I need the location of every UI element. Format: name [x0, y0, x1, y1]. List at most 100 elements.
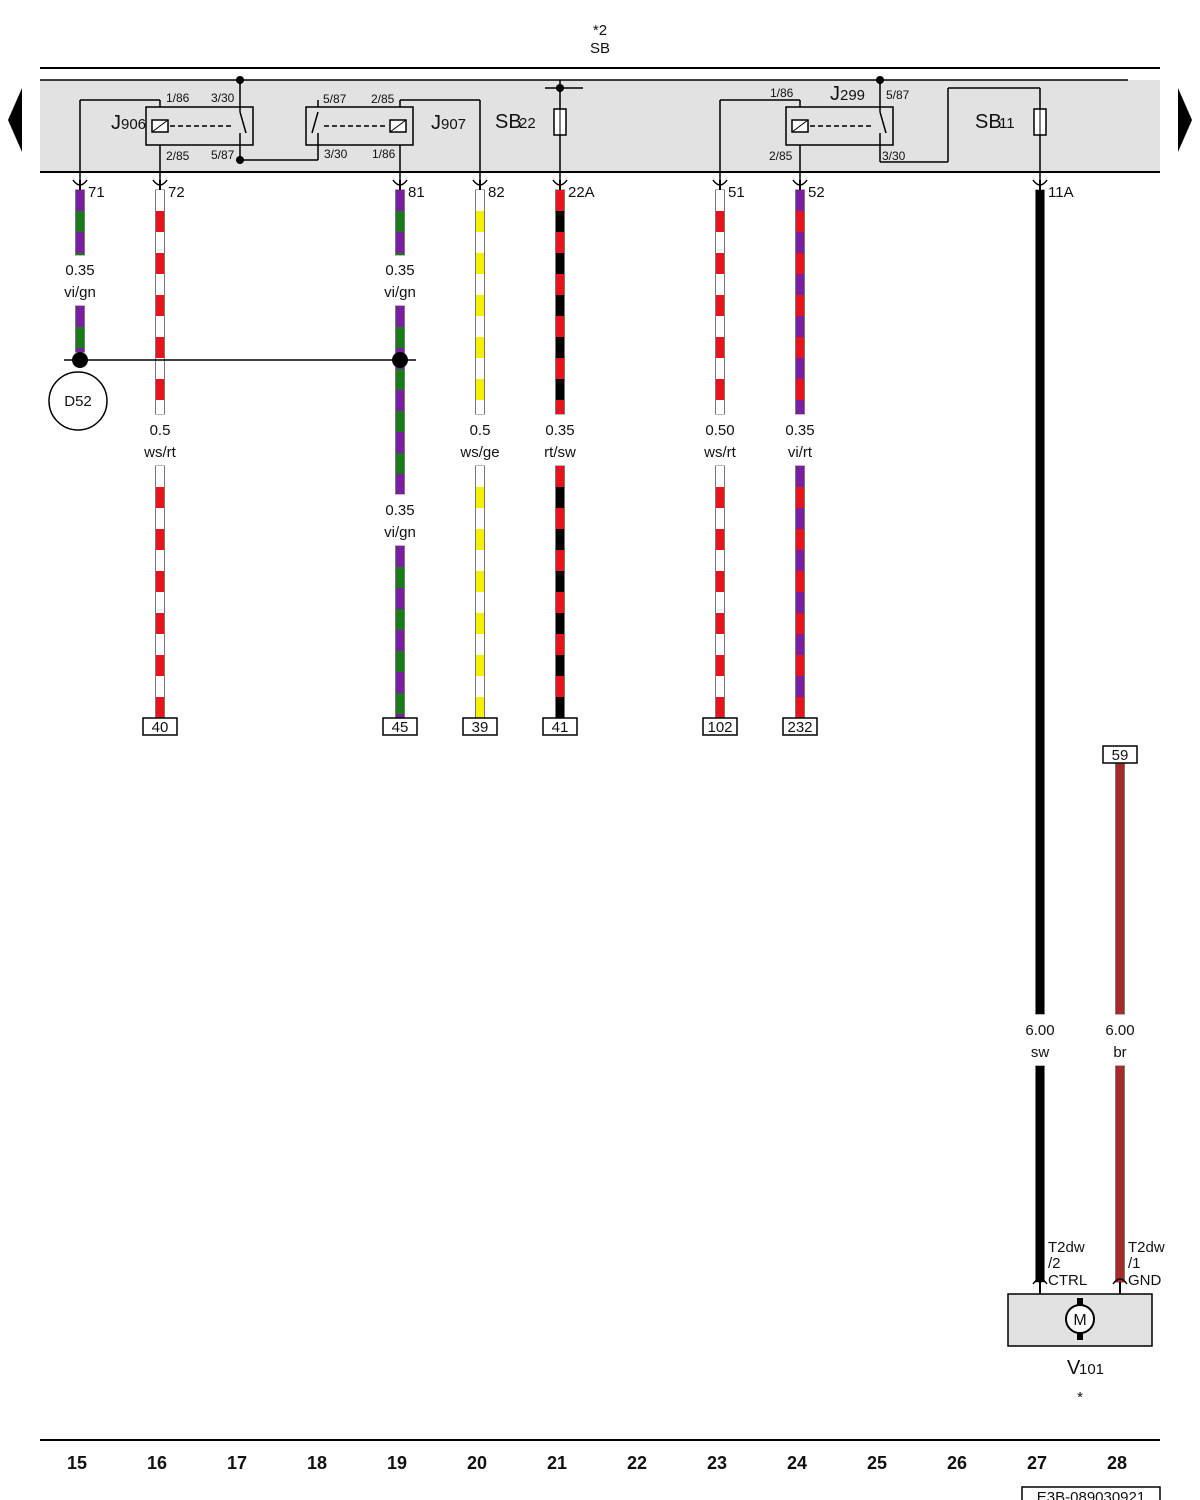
- relay-j299: J 299 1/86 5/87 2/85 3/30: [719, 76, 1040, 180]
- wire-stripe: [1036, 568, 1044, 589]
- wire-stripe: [396, 211, 404, 232]
- wire-stripe: [1036, 484, 1044, 505]
- wire-stripe: [156, 232, 164, 253]
- terminal-box[interactable]: [1102, 745, 1138, 764]
- wire-stripe: [156, 529, 164, 550]
- wire-stripe: [556, 295, 564, 316]
- motor-note: *: [1077, 1389, 1083, 1406]
- wire-stripe: [156, 571, 164, 592]
- wire-stripe: [1036, 190, 1044, 211]
- wire-gauge: 0.35: [545, 422, 574, 439]
- wire-stripe: [796, 190, 804, 211]
- terminal-box[interactable]: [782, 717, 818, 736]
- wire-stripe: [1036, 946, 1044, 967]
- wire-stripe: [476, 337, 484, 358]
- terminal-box[interactable]: [142, 717, 178, 736]
- wire-stripe: [1036, 1129, 1044, 1150]
- terminal-ref[interactable]: 45: [392, 719, 409, 736]
- wire-stripe: [156, 508, 164, 529]
- wire-stripe: [1036, 841, 1044, 862]
- j907-pin-2-85: 2/85: [371, 92, 395, 106]
- terminal-box[interactable]: [542, 717, 578, 736]
- wire-stripe: [796, 571, 804, 592]
- motor-sub: 101: [1079, 1361, 1104, 1378]
- wire-stripe: [1036, 547, 1044, 568]
- wire-stripe: [796, 253, 804, 274]
- wire-stripe: [796, 379, 804, 400]
- fuse-sb22-label: SB: [495, 111, 522, 133]
- wire-stripe: [796, 487, 804, 508]
- wire-stripe: [156, 487, 164, 508]
- j906-pin-2-85: 2/85: [166, 149, 190, 163]
- wire-pin-label: 11A: [1048, 184, 1074, 201]
- wire-stripe: [156, 379, 164, 400]
- wire-stripe: [716, 550, 724, 571]
- wire-stripe: [156, 295, 164, 316]
- doc-id-box: [1021, 1486, 1161, 1500]
- wire-stripe: [1036, 883, 1044, 904]
- wire-stripe: [556, 232, 564, 253]
- wire-stripe: [556, 379, 564, 400]
- wire-stripe: [1116, 827, 1124, 848]
- terminal-ref[interactable]: 232: [787, 719, 812, 736]
- wire-stripe: [796, 550, 804, 571]
- wire-stripe: [716, 295, 724, 316]
- motor-gnd-pin-l3: GND: [1128, 1272, 1162, 1289]
- splice-d52-circle: [48, 371, 108, 431]
- j906-pin-5-87: 5/87: [211, 148, 235, 162]
- wire-stripe: [716, 316, 724, 337]
- wire-stripe: [556, 274, 564, 295]
- relay-j906: J 906 1/86 3/30 2/85 5/87: [79, 76, 254, 180]
- wire-color-code: vi/gn: [64, 284, 96, 301]
- wire-stripe: [1116, 1108, 1124, 1129]
- wire-stripe: [1036, 463, 1044, 484]
- wire-color-code-2: vi/gn: [384, 524, 416, 541]
- wire-stripe: [1036, 1192, 1044, 1213]
- wire-stripe: [796, 295, 804, 316]
- terminal-box[interactable]: [462, 717, 498, 736]
- next-page-arrow-icon[interactable]: [1178, 88, 1192, 152]
- wire-stripe: [716, 676, 724, 697]
- splice-d52-label: D52: [64, 393, 92, 410]
- prev-page-arrow-icon[interactable]: [8, 88, 22, 152]
- wire-stripe: [156, 400, 164, 414]
- terminal-ref[interactable]: 59: [1112, 747, 1129, 764]
- wire-stripe: [796, 634, 804, 655]
- column-number: 21: [547, 1453, 567, 1473]
- wire-stripe: [796, 676, 804, 697]
- wire-stripe: [1036, 757, 1044, 778]
- wire-stripe: [1036, 652, 1044, 673]
- wire-stripe: [396, 567, 404, 588]
- terminal-box[interactable]: [702, 717, 738, 736]
- terminal-box[interactable]: [382, 717, 418, 736]
- terminal-ref[interactable]: 41: [552, 719, 569, 736]
- j299-pin-5-87: 5/87: [886, 88, 910, 102]
- wire-gauge: 0.5: [470, 422, 491, 439]
- j907-pin-1-86: 1/86: [372, 147, 396, 161]
- terminal-ref[interactable]: 102: [707, 719, 732, 736]
- column-number: 15: [67, 1453, 87, 1473]
- wire-stripe: [796, 232, 804, 253]
- wire-stripe: [1036, 1213, 1044, 1234]
- wire-stripe: [1036, 820, 1044, 841]
- terminal-ref[interactable]: 40: [152, 719, 169, 736]
- wire-stripe: [476, 550, 484, 571]
- wire-stripe: [1036, 442, 1044, 463]
- wire-stripe: [716, 466, 724, 487]
- motor-connector-icon: [1112, 1278, 1128, 1285]
- wire-stripe: [156, 655, 164, 676]
- doc-id: E3B-089030921: [1037, 1489, 1145, 1500]
- terminal-ref[interactable]: 39: [472, 719, 489, 736]
- wire-pin-label: 71: [88, 184, 105, 201]
- wire-stripe: [796, 592, 804, 613]
- wire-stripe: [1036, 253, 1044, 274]
- wire-stripe: [1116, 953, 1124, 974]
- wire-stripe: [476, 190, 484, 211]
- wire-color-code: ws/rt: [143, 444, 176, 461]
- column-number: 24: [787, 1453, 807, 1473]
- wire-stripe: [1036, 925, 1044, 946]
